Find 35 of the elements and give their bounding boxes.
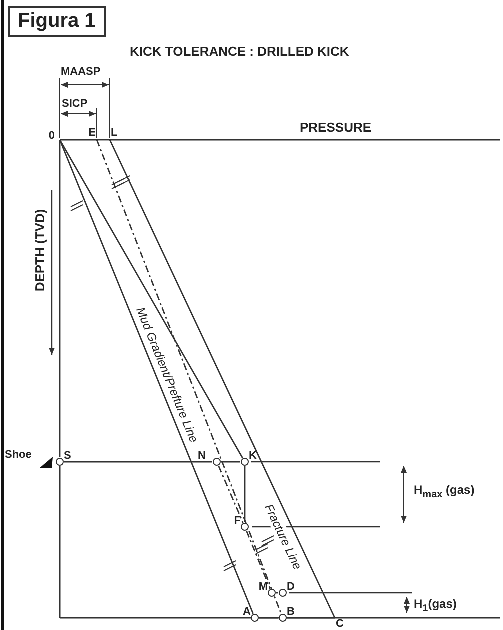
line <box>246 530 271 590</box>
line <box>64 461 212 463</box>
line <box>244 466 246 522</box>
line <box>109 140 336 618</box>
point-label: C <box>336 619 344 630</box>
point-label: L <box>111 128 118 139</box>
dimension-label: H$_{max}$ (gas) <box>414 483 475 500</box>
point-label: 0 <box>48 130 55 142</box>
point-label: M <box>258 582 268 593</box>
dimension-label: MAASP <box>61 66 101 78</box>
figure-label: Figura 1 <box>8 6 106 37</box>
axis-title: PRESSURE <box>300 120 372 135</box>
point-label: A <box>243 607 251 618</box>
line <box>59 140 61 458</box>
line <box>97 139 110 141</box>
point-label: D <box>287 582 295 593</box>
title: KICK TOLERANCE : DRILLED KICK <box>130 44 350 59</box>
line <box>260 617 278 619</box>
point-label: E <box>88 128 96 139</box>
line <box>60 139 97 141</box>
shoe-label: Shoe <box>5 449 32 461</box>
line <box>96 140 282 614</box>
dimension-label: SICP <box>62 98 88 110</box>
line <box>222 461 240 463</box>
point-label: N <box>198 451 206 462</box>
point-label: B <box>287 607 295 618</box>
point-label: K <box>249 451 257 462</box>
point-label: F <box>234 516 241 527</box>
point-label: S <box>64 451 72 462</box>
dimension-label: H$_{1}$(gas) <box>414 597 457 614</box>
line <box>288 617 335 619</box>
line <box>218 466 244 524</box>
line <box>59 140 254 614</box>
line <box>59 140 244 458</box>
axis-title: DEPTH (TVD) <box>32 208 48 292</box>
